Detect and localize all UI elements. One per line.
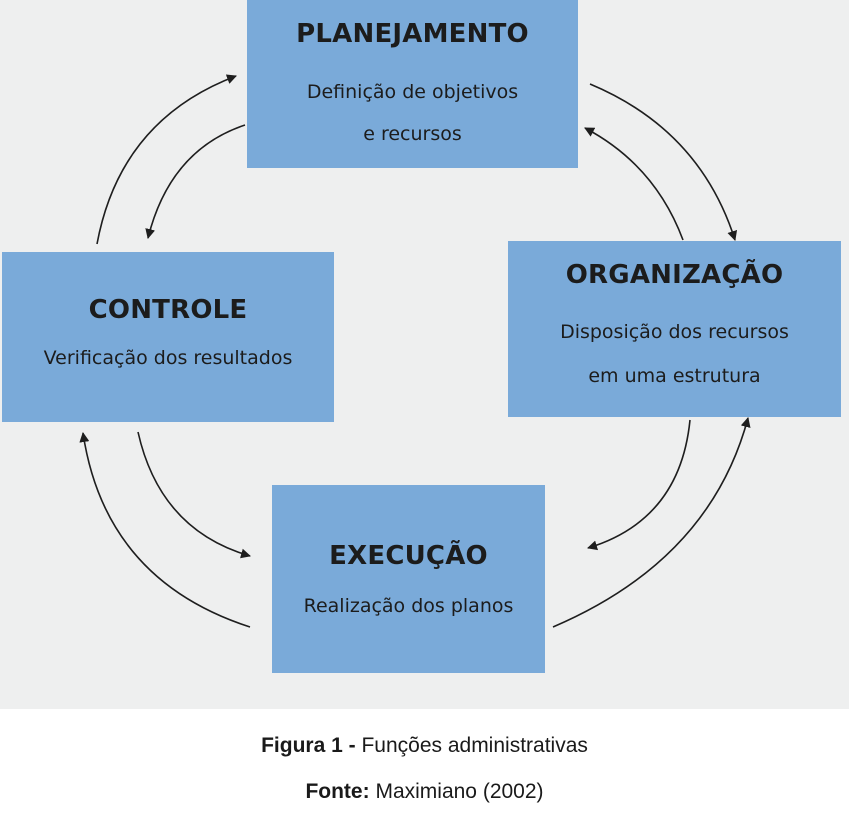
source-text: Maximiano (2002) — [375, 780, 543, 803]
arrow-controle-to-planejamento — [97, 76, 236, 244]
arrow-planejamento-to-organizacao — [590, 84, 735, 240]
box-planejamento: PLANEJAMENTO Definição de objetivos e re… — [247, 0, 578, 168]
arrow-planejamento-to-controle — [148, 125, 245, 238]
planejamento-line-1: Definição de objetivos — [307, 71, 518, 113]
organizacao-title: ORGANIZAÇÃO — [566, 260, 784, 290]
figure-caption: Figura 1 - Funções administrativas — [0, 734, 849, 758]
arrow-organizacao-to-planejamento — [585, 128, 683, 240]
planejamento-title: PLANEJAMENTO — [296, 19, 529, 49]
box-execucao: EXECUÇÃO Realização dos planos — [272, 485, 545, 673]
arrow-execucao-to-organizacao — [553, 418, 748, 627]
arrow-organizacao-to-execucao — [588, 420, 690, 548]
organizacao-line-2: em uma estrutura — [588, 354, 760, 398]
arrow-controle-to-execucao — [138, 432, 250, 556]
box-controle: CONTROLE Verificação dos resultados — [2, 252, 334, 422]
execucao-line-1: Realização dos planos — [304, 595, 514, 617]
arrow-execucao-to-controle — [83, 433, 250, 627]
controle-line-1: Verificação dos resultados — [44, 347, 293, 369]
figure-text: Funções administrativas — [361, 734, 587, 757]
organizacao-line-1: Disposição dos recursos — [560, 310, 789, 354]
planejamento-line-2: e recursos — [363, 113, 462, 155]
execucao-title: EXECUÇÃO — [329, 541, 488, 571]
controle-title: CONTROLE — [89, 295, 248, 325]
source-label: Fonte: — [305, 780, 369, 803]
source-caption: Fonte: Maximiano (2002) — [0, 780, 849, 804]
diagram-area: PLANEJAMENTO Definição de objetivos e re… — [0, 0, 849, 709]
figure-label: Figura 1 - — [261, 734, 356, 757]
box-organizacao: ORGANIZAÇÃO Disposição dos recursos em u… — [508, 241, 841, 417]
